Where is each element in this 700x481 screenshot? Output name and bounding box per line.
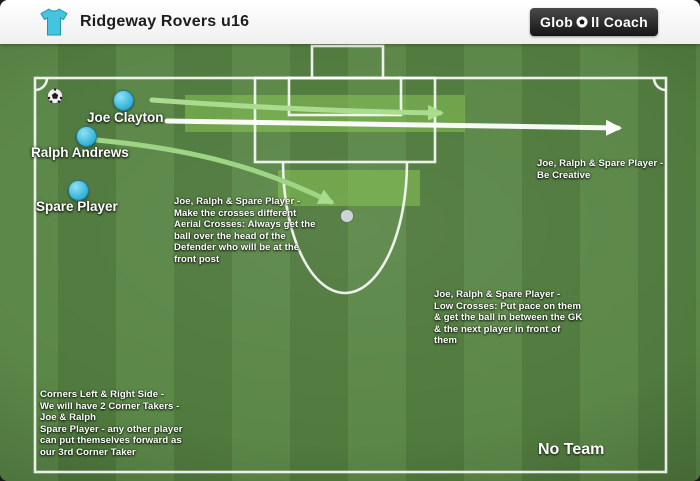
note-be-creative[interactable]: Joe, Ralph & Spare Player - Be Creative (537, 158, 664, 181)
low-cross-curved-arrow[interactable] (93, 137, 335, 205)
page-title: Ridgeway Rovers u16 (80, 13, 250, 30)
long-cross-arrow[interactable] (164, 118, 622, 136)
logo-text-left: Glob (540, 14, 574, 30)
team-shirt-icon[interactable] (38, 7, 70, 37)
corner-arc-left (34, 77, 49, 92)
player-token-joe-clayton[interactable] (113, 90, 134, 111)
logo-soccer-ball-icon (576, 16, 588, 28)
aerial-cross-arrow[interactable] (149, 97, 444, 121)
note-aerial-crosses[interactable]: Joe, Ralph & Spare Player - Make the cro… (174, 196, 316, 265)
player-token-ralph-andrews[interactable] (76, 126, 97, 147)
cross-arrows[interactable] (93, 97, 622, 205)
player-label-joe-clayton[interactable]: Joe Clayton (87, 110, 164, 125)
target-ball-marker[interactable] (340, 209, 354, 223)
player-label-ralph-andrews[interactable]: Ralph Andrews (31, 145, 129, 160)
note-corner-takers[interactable]: Corners Left & Right Side - We will have… (40, 389, 183, 458)
player-label-spare-player[interactable]: Spare Player (36, 199, 118, 214)
no-team-label: No Team (538, 441, 605, 458)
player-token-spare-player[interactable] (68, 180, 89, 201)
penalty-arc-line (281, 161, 409, 295)
corner-arc-right (652, 77, 667, 92)
corner-ball-icon[interactable] (47, 88, 63, 104)
header-bar: Ridgeway Rovers u16 Glob ll Coach (0, 0, 700, 44)
note-low-crosses[interactable]: Joe, Ralph & Spare Player - Low Crosses:… (434, 289, 583, 347)
goal-frame-line (310, 44, 385, 80)
globall-coach-logo: Glob ll Coach (530, 8, 658, 36)
logo-text-right: ll Coach (591, 14, 648, 30)
pitch-lines (33, 44, 668, 474)
